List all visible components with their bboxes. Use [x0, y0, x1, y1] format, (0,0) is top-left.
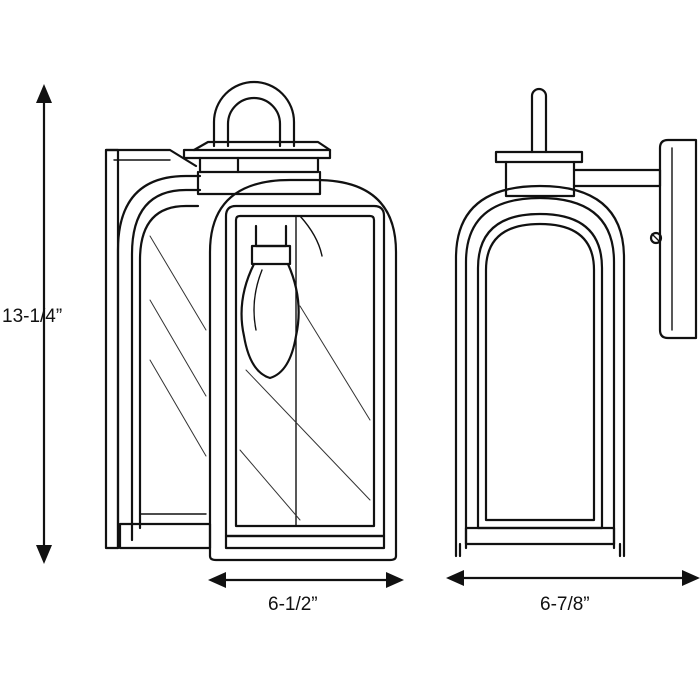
side-finial — [530, 87, 548, 154]
front-cap-base — [198, 156, 320, 174]
front-width-arrow-right — [386, 572, 404, 588]
front-reflection-3 — [149, 359, 207, 457]
side-depth-arrow-right — [682, 570, 700, 586]
height-arrow-top — [36, 84, 52, 103]
front-width-dimension: 6-1/2” — [208, 572, 404, 615]
side-depth-label: 6-7/8” — [540, 594, 590, 615]
height-dimension: 13-1/4” — [2, 84, 62, 564]
height-label: 13-1/4” — [2, 306, 62, 327]
front-view-lantern — [104, 80, 398, 562]
side-screw-slot — [651, 233, 661, 243]
front-bottom-rail — [224, 534, 386, 550]
side-body-outer — [454, 184, 626, 558]
side-body-inner — [476, 212, 604, 530]
front-top-cap-bevel — [192, 140, 332, 152]
side-cap-neck — [504, 160, 576, 198]
side-body-frame — [464, 196, 616, 550]
front-inner-arch-detail — [299, 215, 323, 257]
front-glass-pane — [234, 214, 376, 528]
front-bulb-filament — [253, 269, 263, 331]
front-left-glass-edge — [138, 204, 200, 530]
side-bottom-rail — [464, 526, 616, 546]
front-backplate — [104, 148, 120, 550]
front-left-panel-frame — [130, 188, 202, 542]
front-socket — [254, 224, 288, 248]
front-width-label: 6-1/2” — [268, 594, 318, 615]
front-reflection-5 — [299, 305, 371, 421]
height-arrow-bottom — [36, 545, 52, 564]
front-left-bottom-rail — [118, 522, 212, 550]
front-backplate-top — [104, 148, 198, 168]
side-top-cap — [494, 150, 584, 164]
front-arched-frame-outer — [208, 178, 398, 562]
front-width-arrow-left — [208, 572, 226, 588]
front-arched-frame-inner — [224, 204, 386, 538]
front-reflection-6 — [239, 449, 301, 521]
side-depth-dimension: 6-7/8” — [446, 570, 700, 615]
front-reflection-2 — [149, 299, 207, 397]
side-glass-pane — [484, 222, 596, 522]
side-view-lantern — [454, 87, 698, 558]
front-left-panel-outer — [116, 174, 202, 550]
side-wall-plate — [658, 138, 698, 340]
front-top-cap — [182, 148, 332, 160]
front-hanging-loop-inner — [226, 96, 282, 148]
side-depth-arrow-left — [446, 570, 464, 586]
front-socket-base — [250, 244, 292, 266]
side-arm — [572, 168, 662, 188]
front-hanging-loop-outer — [212, 80, 296, 148]
front-cap-neck — [196, 170, 322, 196]
front-bulb — [240, 262, 300, 380]
side-screw — [649, 231, 663, 245]
front-reflection-4 — [245, 369, 371, 501]
front-reflection-1 — [149, 235, 207, 331]
